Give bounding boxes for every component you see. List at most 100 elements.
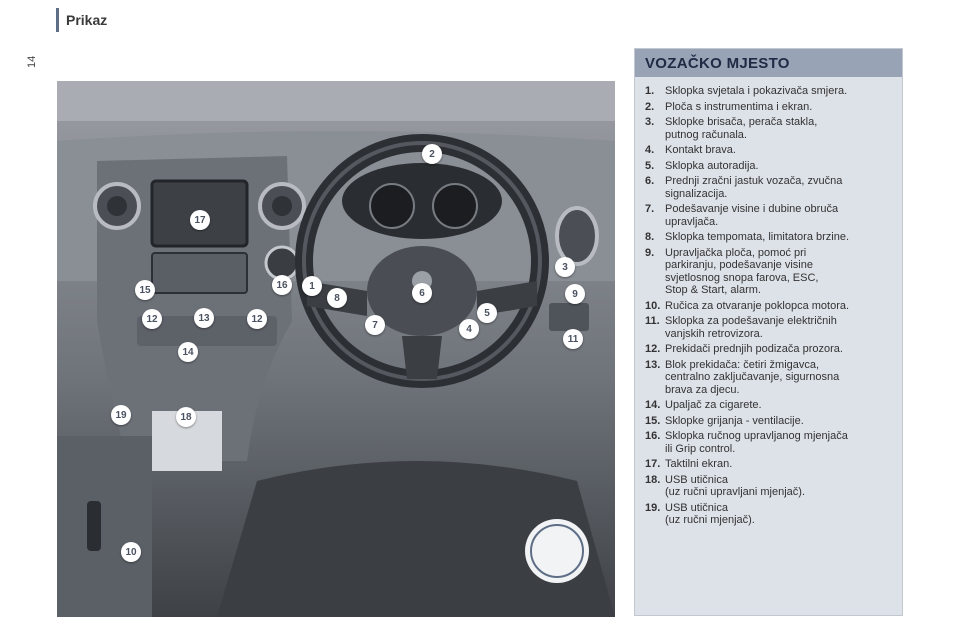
legend-item-text: Upravljačka ploča, pomoć pri parkiranju,… <box>665 246 819 297</box>
legend-item-text: Prekidači prednjih podizača prozora. <box>665 343 843 355</box>
legend-item-text: Ploča s instrumentima i ekran. <box>665 100 813 113</box>
callout-8: 8 <box>327 288 347 308</box>
legend-item: 3. Sklopke brisača, perača stakla, putnog… <box>645 116 896 141</box>
callout-4: 4 <box>459 319 479 339</box>
legend-item-text: USB utičnica (uz ručni mjenjač). <box>665 501 755 527</box>
airbag-info-icon <box>525 519 589 583</box>
windshield-area <box>57 81 615 121</box>
legend-item-number: 2. <box>645 100 655 113</box>
legend-list: 1. Sklopka svjetala i pokazivača smjera. 2… <box>635 77 902 527</box>
callout-19: 19 <box>111 405 131 425</box>
legend-item: 8. Sklopka tempomata, limitatora brzine. <box>645 231 896 244</box>
legend-item-number: 15. <box>645 414 661 427</box>
legend-item: 15. Sklopke grijanja - ventilacije. <box>645 415 896 428</box>
bottom-spoke <box>402 336 442 379</box>
callout-7: 7 <box>365 315 385 335</box>
legend-item-number: 16. <box>645 430 661 442</box>
legend-item-text: Upaljač za cigarete. <box>665 399 762 411</box>
legend-item-number: 4. <box>645 144 655 156</box>
legend-item-number: 7. <box>645 203 655 215</box>
callout-9: 9 <box>565 284 585 304</box>
dashboard-drawing <box>57 81 615 617</box>
legend-item: 11. Sklopka za podešavanje električnih va… <box>645 315 896 340</box>
legend-item-text: Kontakt brava. <box>665 144 736 156</box>
callout-5: 5 <box>477 303 497 323</box>
legend-item: 4. Kontakt brava. <box>645 144 896 157</box>
legend-item-text: Prednji zračni jastuk vozača, zvučna sig… <box>665 175 843 200</box>
legend-item: 5. Sklopka autoradija. <box>645 160 896 173</box>
footwell <box>217 461 615 617</box>
legend-item-number: 10. <box>645 299 661 312</box>
legend-item-text: Sklopke grijanja - ventilacije. <box>665 414 804 427</box>
legend-item-text: Sklopka svjetala i pokazivača smjera. <box>665 85 848 97</box>
legend-item-number: 18. <box>645 473 661 486</box>
left-vent-center <box>107 196 127 216</box>
callout-16: 16 <box>272 275 292 295</box>
right-air-vent <box>555 206 599 266</box>
page-accent-bar <box>56 8 59 32</box>
side-control-panel <box>549 303 589 331</box>
legend-item: 17. Taktilni ekran. <box>645 458 896 471</box>
legend-item: 6. Prednji zračni jastuk vozača, zvučna s… <box>645 175 896 200</box>
callout-15: 15 <box>135 280 155 300</box>
instrument-cluster <box>342 163 502 239</box>
legend-item-number: 14. <box>645 399 661 411</box>
legend-item: 7. Podešavanje visine i dubine obruča upr… <box>645 203 896 228</box>
legend-item-number: 17. <box>645 458 661 470</box>
legend-item-text: Sklopka tempomata, limitatora brzine. <box>665 231 850 243</box>
legend-item: 13. Blok prekidača: četiri žmigavca, cent… <box>645 359 896 397</box>
legend-item-text: Sklopka za podešavanje električnih vanjs… <box>665 315 837 340</box>
legend-item-number: 8. <box>645 231 655 243</box>
callout-11: 11 <box>563 329 583 349</box>
legend-item-number: 11. <box>645 315 660 327</box>
legend-item-text: Sklopka autoradija. <box>665 159 759 172</box>
legend-panel: VOZAČKO MJESTO 1.Sklopka svjetala i poka… <box>634 48 903 616</box>
legend-item: 1. Sklopka svjetala i pokazivača smjera. <box>645 85 896 98</box>
right-center-vent-center <box>272 196 292 216</box>
legend-item: 2. Ploča s instrumentima i ekran. <box>645 101 896 114</box>
tachometer <box>432 183 478 229</box>
legend-item: 10. Ručica za otvaranje poklopca motora. <box>645 300 896 313</box>
legend-item-text: Sklopka ručnog upravljanog mjenjača ili … <box>665 430 848 455</box>
legend-item-number: 19. <box>645 501 661 514</box>
legend-item: 12. Prekidači prednjih podizača prozora. <box>645 343 896 356</box>
legend-item-text: USB utičnica (uz ručni upravljani mjenja… <box>665 473 805 499</box>
legend-item-text: Podešavanje visine i dubine obruča uprav… <box>665 203 839 228</box>
airbag-info-icon-ring <box>530 524 584 578</box>
legend-item-number: 3. <box>645 116 655 128</box>
legend-item-number: 1. <box>645 85 655 97</box>
page-title: Prikaz <box>66 12 108 28</box>
callout-2: 2 <box>422 144 442 164</box>
legend-item: 16. Sklopka ručnog upravljanog mjenjača i… <box>645 430 896 455</box>
legend-item: 18. USB utičnica (uz ručni upravljani mje… <box>645 474 896 499</box>
callout-6: 6 <box>412 283 432 303</box>
legend-item-number: 9. <box>645 246 655 259</box>
callout-1: 1 <box>302 276 322 296</box>
callout-18: 18 <box>176 407 196 427</box>
speedometer <box>369 183 415 229</box>
legend-item-text: Sklopke brisača, perača stakla, putnog r… <box>665 116 818 141</box>
legend-item: 9. Upravljačka ploča, pomoć pri parkiranj… <box>645 247 896 297</box>
callout-10: 10 <box>121 542 141 562</box>
switch-block <box>137 316 277 346</box>
legend-item-number: 5. <box>645 159 655 172</box>
dashboard-illustration: 1 2 3 4 5 6 7 8 9 10 11 12 12 13 14 15 1… <box>57 81 615 617</box>
callout-14: 14 <box>178 342 198 362</box>
bonnet-release-lever <box>87 501 101 551</box>
callout-12-left: 12 <box>142 309 162 329</box>
legend-item-number: 6. <box>645 175 655 187</box>
callout-3: 3 <box>555 257 575 277</box>
legend-item-text: Blok prekidača: četiri žmigavca, central… <box>665 358 840 396</box>
legend-item-number: 12. <box>645 343 661 355</box>
legend-item-text: Ručica za otvaranje poklopca motora. <box>665 299 850 312</box>
callout-13: 13 <box>194 308 214 328</box>
legend-item: 19. USB utičnica (uz ručni mjenjač). <box>645 502 896 527</box>
legend-item: 14. Upaljač za cigarete. <box>645 399 896 412</box>
radio-unit <box>151 252 248 294</box>
page-number: 14 <box>26 55 38 68</box>
callout-17: 17 <box>190 210 210 230</box>
callout-12-right: 12 <box>247 309 267 329</box>
door-panel <box>57 436 152 617</box>
legend-item-number: 13. <box>645 358 661 371</box>
legend-item-text: Taktilni ekran. <box>665 458 733 470</box>
